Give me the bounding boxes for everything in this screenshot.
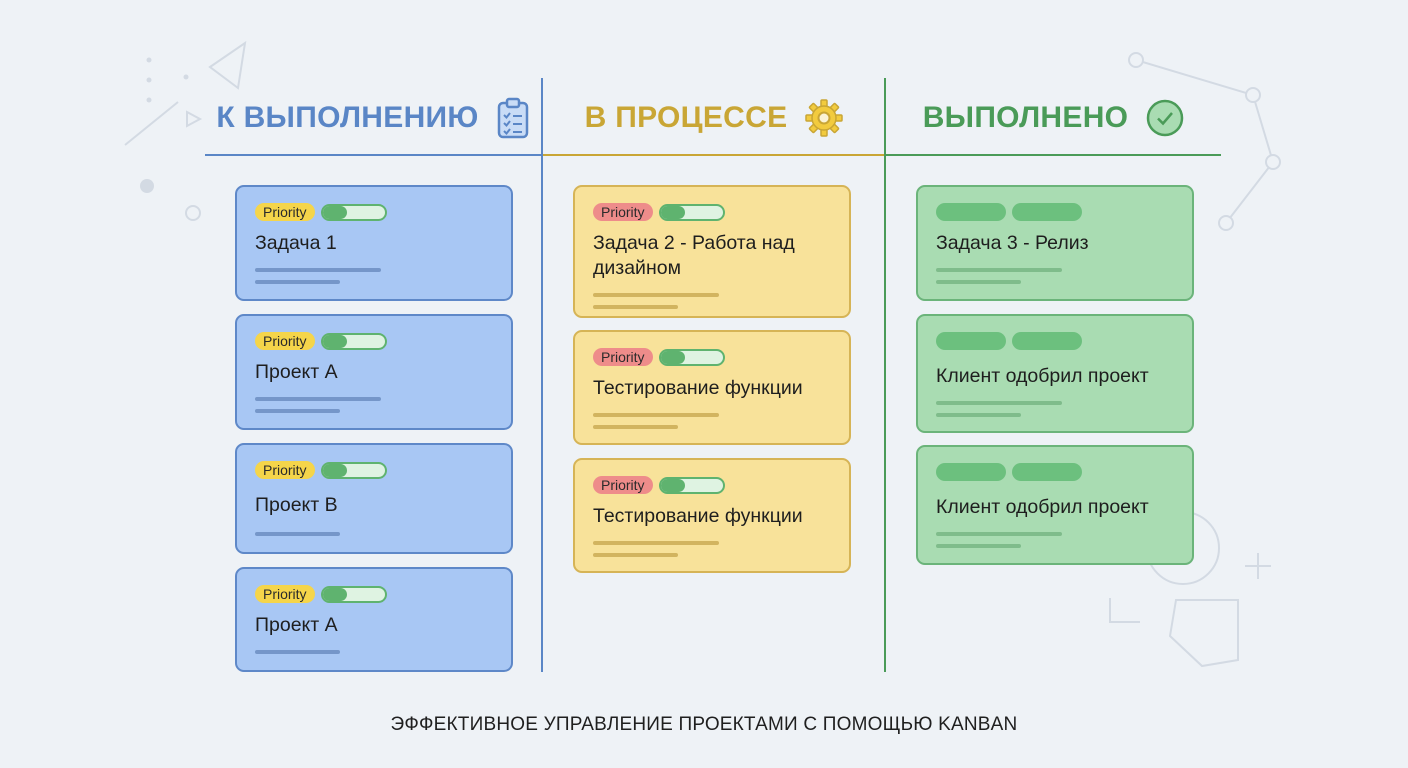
placeholder-line xyxy=(936,532,1062,536)
priority-badge: Priority xyxy=(255,585,315,603)
task-card[interactable]: Priority Задача 1 xyxy=(235,185,513,301)
column-title-in-progress: В ПРОЦЕССЕ xyxy=(584,101,788,134)
card-title: Клиент одобрил проект xyxy=(936,365,1149,387)
header-underline-in-progress xyxy=(543,154,884,156)
card-title: Тестирование функции xyxy=(593,505,803,527)
card-title: Клиент одобрил проект xyxy=(936,496,1149,518)
progress-toggle[interactable] xyxy=(320,203,387,221)
column-header-todo: К ВЫПОЛНЕНИЮ xyxy=(205,92,540,144)
placeholder-line xyxy=(936,413,1021,417)
placeholder-line xyxy=(593,425,678,429)
column-header-done: ВЫПОЛНЕНО xyxy=(886,92,1221,144)
placeholder-line xyxy=(936,268,1062,272)
placeholder-line xyxy=(255,532,340,536)
progress-toggle[interactable] xyxy=(320,461,387,479)
placeholder-line xyxy=(255,268,381,272)
task-card[interactable]: Задача 3 - Релиз xyxy=(916,185,1194,301)
placeholder-line xyxy=(936,401,1062,405)
task-card[interactable]: Priority Тестирование функции xyxy=(573,330,851,445)
placeholder-line xyxy=(255,397,381,401)
placeholder-line xyxy=(936,544,1021,548)
gear-icon xyxy=(805,99,844,137)
task-card[interactable]: Priority Проект А xyxy=(235,314,513,430)
priority-badge: Priority xyxy=(255,332,315,350)
progress-toggle[interactable] xyxy=(320,332,387,350)
column-divider-right xyxy=(884,78,886,672)
priority-badge: Priority xyxy=(593,203,653,221)
progress-toggle[interactable] xyxy=(320,585,387,603)
task-card[interactable]: Priority Тестирование функции xyxy=(573,458,851,573)
priority-badge: Priority xyxy=(593,348,653,366)
placeholder-line xyxy=(593,293,719,297)
header-underline-done xyxy=(886,154,1221,156)
progress-toggle[interactable] xyxy=(658,476,725,494)
card-title: Задача 3 - Релиз xyxy=(936,232,1089,254)
card-title: Проект А xyxy=(255,361,338,383)
tag-pill xyxy=(936,332,1006,350)
progress-toggle[interactable] xyxy=(658,203,725,221)
priority-badge: Priority xyxy=(255,461,315,479)
card-title: Проект В xyxy=(255,494,338,516)
card-title: Проект А xyxy=(255,614,338,636)
column-title-todo: К ВЫПОЛНЕНИЮ xyxy=(216,101,479,134)
placeholder-line xyxy=(255,650,340,654)
check-circle-icon xyxy=(1146,99,1184,137)
task-card[interactable]: Priority Проект В xyxy=(235,443,513,554)
task-card[interactable]: Priority Проект А xyxy=(235,567,513,672)
placeholder-line xyxy=(593,541,719,545)
placeholder-line xyxy=(593,413,719,417)
tag-pill xyxy=(1012,332,1082,350)
column-divider-left xyxy=(541,78,543,672)
priority-badge: Priority xyxy=(593,476,653,494)
column-title-done: ВЫПОЛНЕНО xyxy=(922,101,1129,134)
header-underline-todo xyxy=(205,154,541,156)
card-title: Тестирование функции xyxy=(593,377,803,399)
tag-pill xyxy=(936,463,1006,481)
priority-badge: Priority xyxy=(255,203,315,221)
progress-toggle[interactable] xyxy=(658,348,725,366)
card-title: Задача 1 xyxy=(255,232,337,254)
task-card[interactable]: Priority Задача 2 - Работа над дизайном xyxy=(573,185,851,318)
clipboard-checklist-icon xyxy=(497,97,529,139)
placeholder-line xyxy=(593,553,678,557)
placeholder-line xyxy=(255,280,340,284)
tag-pill xyxy=(936,203,1006,221)
placeholder-line xyxy=(255,409,340,413)
column-header-in-progress: В ПРОЦЕССЕ xyxy=(545,92,883,144)
card-title: Задача 2 - Работа над дизайном xyxy=(593,232,795,279)
tag-pill xyxy=(1012,203,1082,221)
board-caption: ЭФФЕКТИВНОЕ УПРАВЛЕНИЕ ПРОЕКТАМИ С ПОМОЩ… xyxy=(390,714,1018,735)
placeholder-line xyxy=(593,305,678,309)
task-card[interactable]: Клиент одобрил проект xyxy=(916,314,1194,433)
placeholder-line xyxy=(936,280,1021,284)
tag-pill xyxy=(1012,463,1082,481)
task-card[interactable]: Клиент одобрил проект xyxy=(916,445,1194,565)
